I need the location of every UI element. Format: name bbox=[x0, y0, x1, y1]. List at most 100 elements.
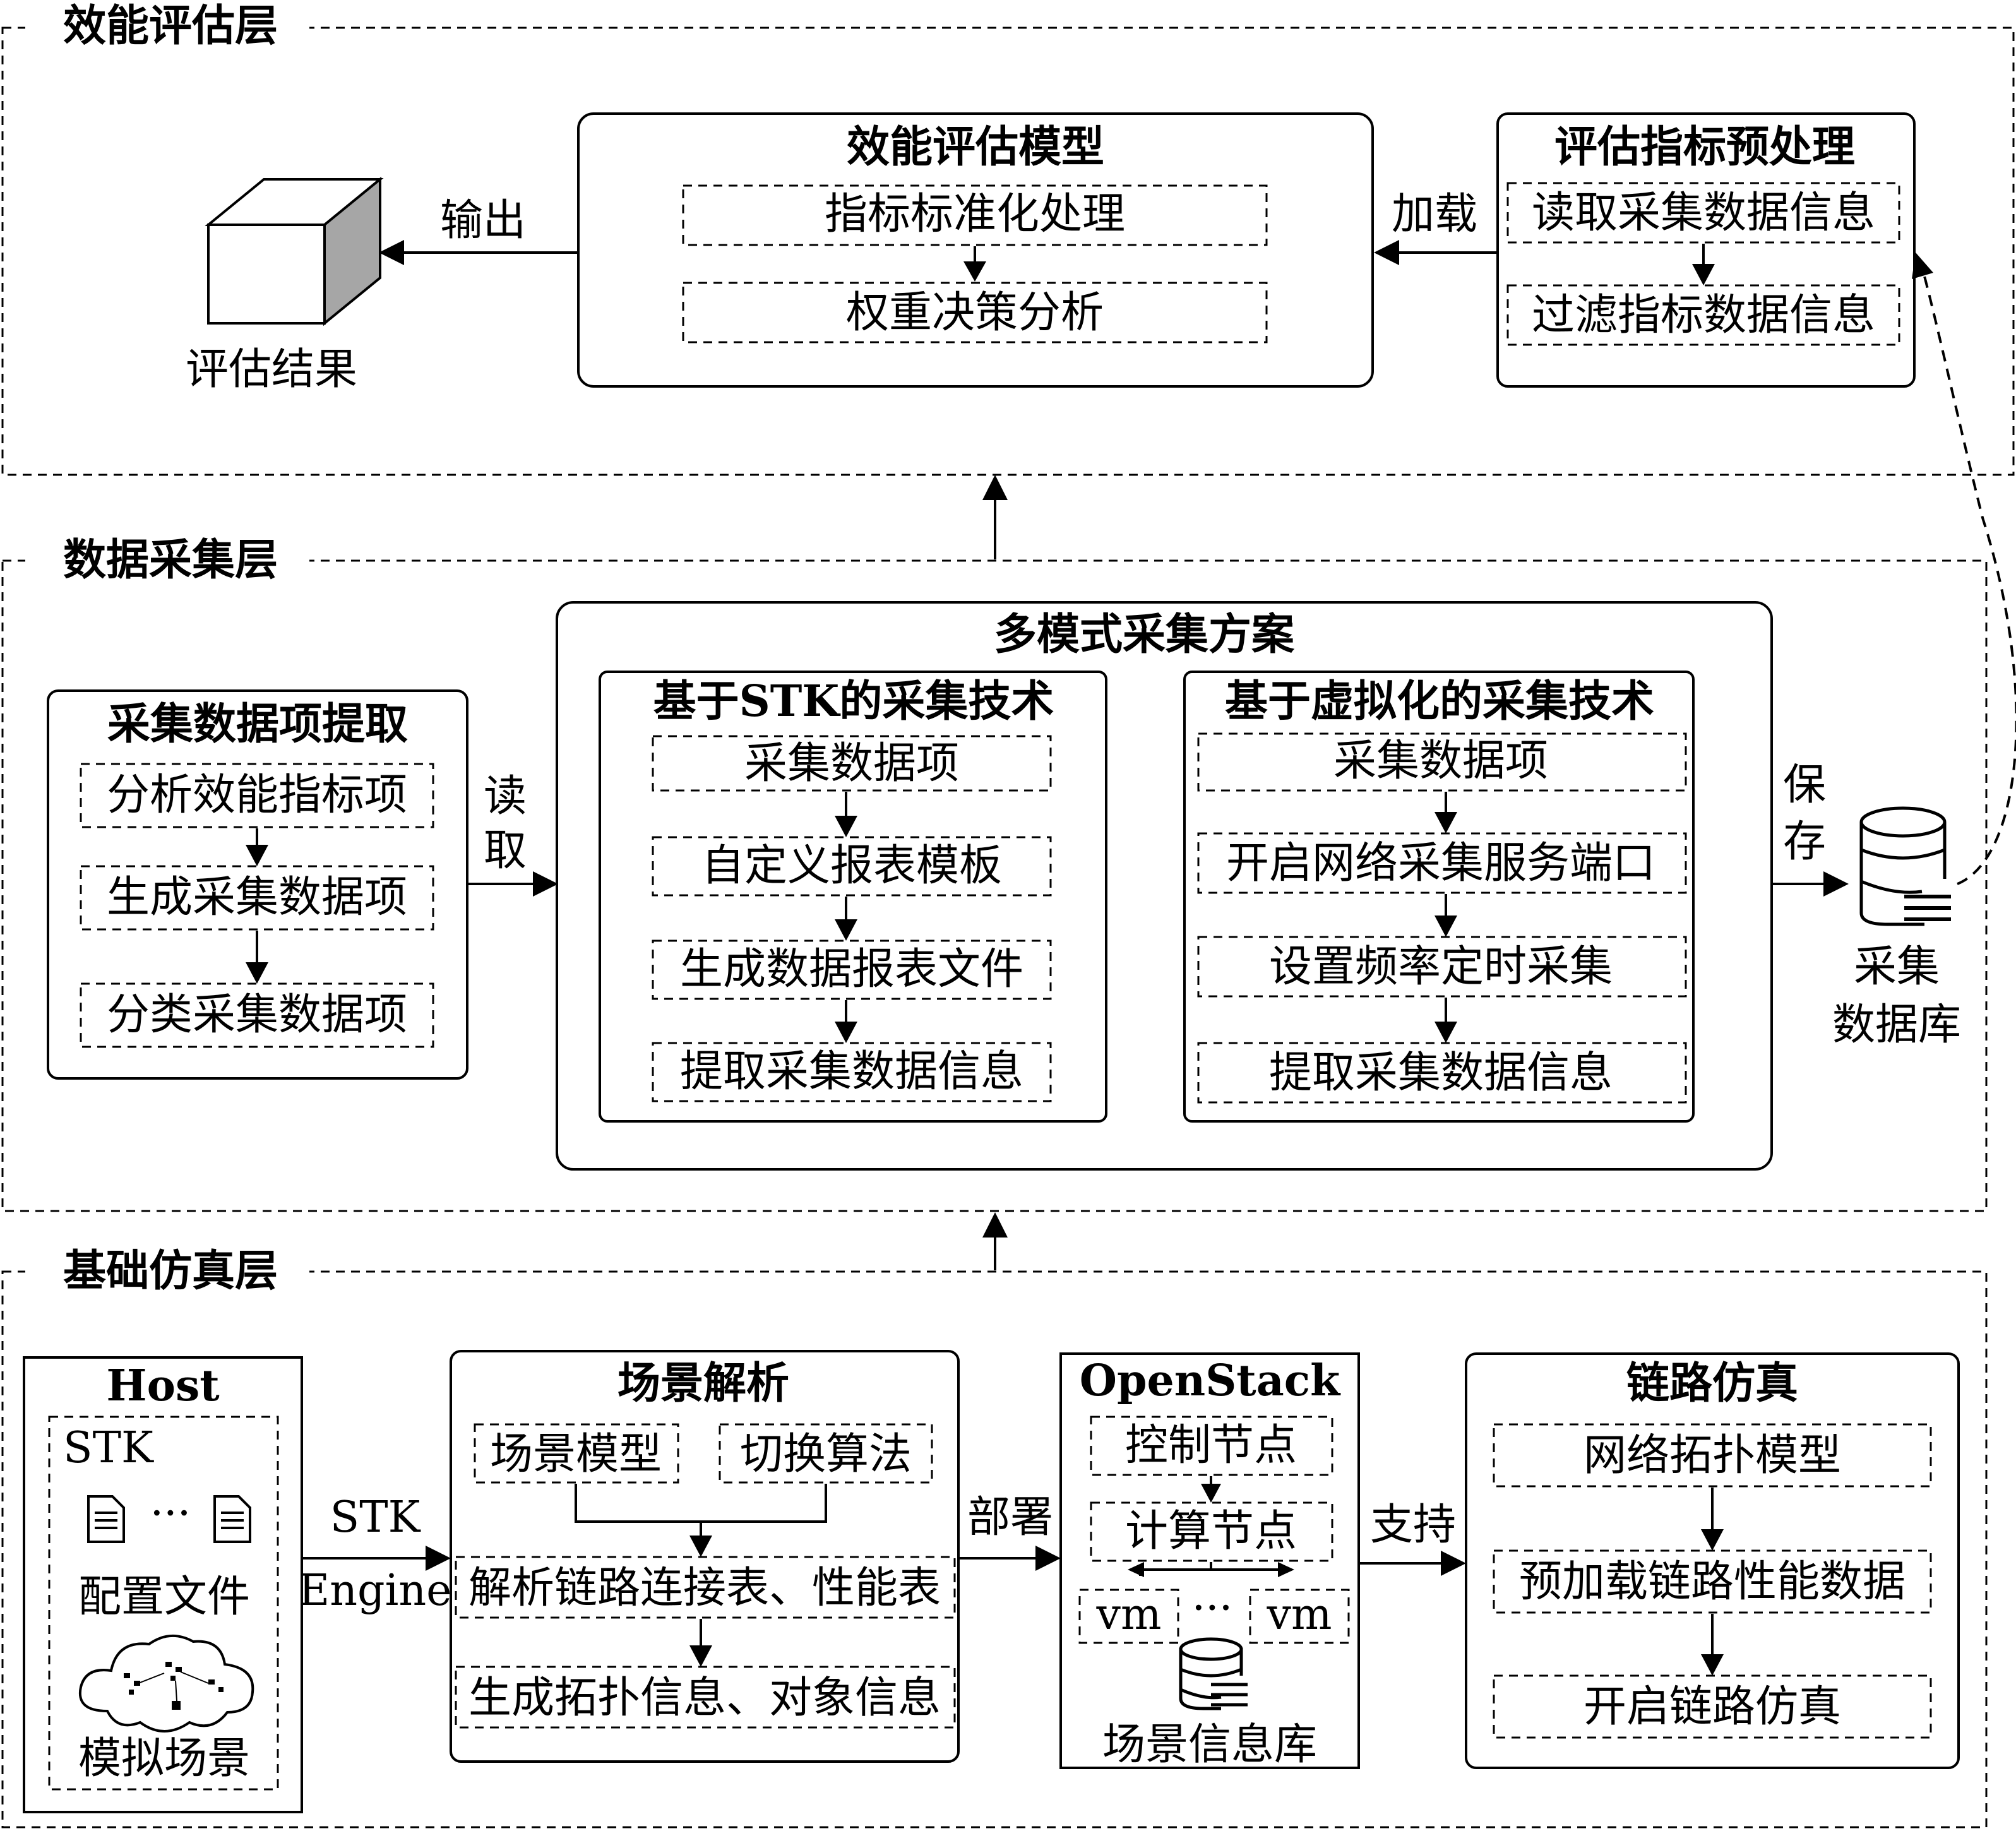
vm-label: vm bbox=[1267, 1590, 1332, 1640]
up-arrow-to-evaluation bbox=[982, 475, 1008, 559]
openstack-box bbox=[1059, 1352, 1360, 1769]
read-arrow-label: 读 bbox=[484, 772, 527, 821]
data-item-extract-box bbox=[47, 689, 468, 1080]
scene-database-icon bbox=[1179, 1637, 1248, 1710]
host-title: Host bbox=[106, 1361, 220, 1411]
scene-step-label: 解析链路连接表、性能表 bbox=[468, 1563, 941, 1613]
save-arrow-label: 保 bbox=[1783, 760, 1826, 810]
indicator-preprocess-box bbox=[1496, 112, 1916, 388]
extract-step-label: 分析效能指标项 bbox=[107, 770, 407, 820]
scene-parsing-title: 场景解析 bbox=[617, 1358, 789, 1409]
extract-step-box bbox=[80, 982, 434, 1048]
output-arrow-label: 输出 bbox=[440, 196, 526, 246]
deploy-arrow-label: 部署 bbox=[967, 1493, 1053, 1542]
extract-step-arrow bbox=[246, 828, 268, 866]
stk-engine-arrow bbox=[303, 1546, 451, 1571]
vm-box bbox=[1249, 1589, 1350, 1644]
scene-step-arrow bbox=[689, 1619, 712, 1667]
collection-database-label: 采集 bbox=[1854, 942, 1940, 992]
stk-engine-label: Engine bbox=[299, 1566, 452, 1616]
load-arrow-label: 加载 bbox=[1392, 189, 1477, 239]
link-step-arrow bbox=[1701, 1614, 1724, 1676]
preprocess-step-label: 读取采集数据信息 bbox=[1532, 188, 1875, 238]
save-arrow-label: 存 bbox=[1783, 817, 1826, 867]
link-step-box bbox=[1493, 1549, 1932, 1614]
model-step-label: 权重决策分析 bbox=[846, 288, 1104, 338]
evaluation-model-box bbox=[577, 112, 1374, 388]
model-step-arrow bbox=[963, 246, 986, 282]
host-box bbox=[23, 1356, 303, 1813]
stk-technique-box bbox=[599, 671, 1107, 1123]
evaluation-model-title: 效能评估模型 bbox=[847, 122, 1104, 172]
extract-step-arrow bbox=[246, 931, 268, 984]
link-simulation-title: 链路仿真 bbox=[1626, 1358, 1798, 1409]
model-step-label: 指标标准化处理 bbox=[825, 189, 1125, 239]
model-step-box bbox=[682, 282, 1268, 343]
link-step-box bbox=[1493, 1423, 1932, 1488]
extract-step-box bbox=[80, 865, 434, 931]
vm-ellipsis: ··· bbox=[1192, 1583, 1233, 1633]
stk-step-box bbox=[652, 836, 1052, 897]
stk-step-label: 提取采集数据信息 bbox=[680, 1047, 1023, 1097]
collection-layer-title: 数据采集层 bbox=[63, 535, 278, 585]
link-step-arrow bbox=[1701, 1488, 1724, 1551]
config-file-label: 配置文件 bbox=[78, 1572, 250, 1622]
control-node-box bbox=[1090, 1416, 1333, 1476]
stk-step-box bbox=[652, 735, 1052, 792]
simulation-layer-frame bbox=[1, 1270, 1988, 1828]
config-file-icon bbox=[87, 1495, 125, 1543]
collection-layer-frame bbox=[1, 559, 1988, 1212]
preprocess-step-box bbox=[1506, 284, 1900, 346]
link-step-label: 开启链路仿真 bbox=[1584, 1682, 1841, 1732]
stk-step-label: 自定义报表模板 bbox=[701, 841, 1002, 891]
virt-step-box bbox=[1197, 936, 1687, 998]
stk-step-arrow bbox=[835, 1000, 857, 1043]
read-arrow bbox=[468, 871, 558, 897]
link-step-box bbox=[1493, 1674, 1932, 1739]
save-arrow bbox=[1773, 871, 1849, 897]
data-item-extract-title: 采集数据项提取 bbox=[107, 699, 408, 749]
stk-step-label: 采集数据项 bbox=[744, 739, 959, 789]
result-cube-icon bbox=[205, 176, 384, 326]
simulation-layer-title: 基础仿真层 bbox=[63, 1246, 278, 1296]
virt-step-box bbox=[1197, 832, 1687, 894]
stk-step-arrow bbox=[835, 792, 857, 837]
model-step-box bbox=[682, 184, 1268, 246]
control-node-label: 控制节点 bbox=[1125, 1421, 1297, 1470]
scene-input-box bbox=[719, 1423, 933, 1484]
virt-step-arrow bbox=[1434, 998, 1457, 1043]
compute-node-label: 计算节点 bbox=[1125, 1506, 1297, 1556]
multimode-scheme-title: 多模式采集方案 bbox=[994, 609, 1295, 660]
openstack-title: OpenStack bbox=[1080, 1356, 1341, 1406]
support-arrow bbox=[1360, 1551, 1466, 1576]
link-simulation-box bbox=[1465, 1352, 1960, 1769]
virt-step-box bbox=[1197, 732, 1687, 792]
virt-step-label: 开启网络采集服务端口 bbox=[1226, 838, 1655, 888]
virt-step-arrow bbox=[1434, 792, 1457, 833]
virtualization-technique-title: 基于虚拟化的采集技术 bbox=[1225, 676, 1654, 727]
up-arrow-to-collection bbox=[982, 1212, 1008, 1270]
extract-step-label: 分类采集数据项 bbox=[107, 990, 407, 1040]
preprocess-step-box bbox=[1506, 182, 1900, 244]
scene-input-label: 场景模型 bbox=[490, 1429, 662, 1479]
vm-box bbox=[1078, 1589, 1179, 1644]
scene-step-box bbox=[455, 1666, 956, 1729]
stk-step-label: 生成数据报表文件 bbox=[680, 945, 1023, 994]
output-arrow bbox=[379, 240, 577, 265]
evaluation-layer-frame bbox=[1, 27, 2015, 476]
vm-label: vm bbox=[1096, 1590, 1162, 1640]
stk-software-box bbox=[48, 1416, 279, 1791]
collection-database-label: 数据库 bbox=[1832, 1000, 1961, 1050]
simulated-scene-cloud-icon bbox=[78, 1634, 254, 1733]
result-label: 评估结果 bbox=[186, 345, 357, 395]
read-arrow-label: 取 bbox=[484, 826, 527, 876]
compute-to-vm-arrows bbox=[1128, 1562, 1294, 1577]
config-file-icon bbox=[213, 1495, 251, 1543]
virt-step-label: 采集数据项 bbox=[1333, 736, 1548, 786]
extract-step-label: 生成采集数据项 bbox=[107, 873, 407, 922]
indicator-preprocess-title: 评估指标预处理 bbox=[1554, 122, 1855, 172]
compute-node-box bbox=[1090, 1501, 1333, 1562]
collection-database-icon bbox=[1859, 806, 1951, 926]
scene-merge-arrow bbox=[575, 1484, 827, 1557]
